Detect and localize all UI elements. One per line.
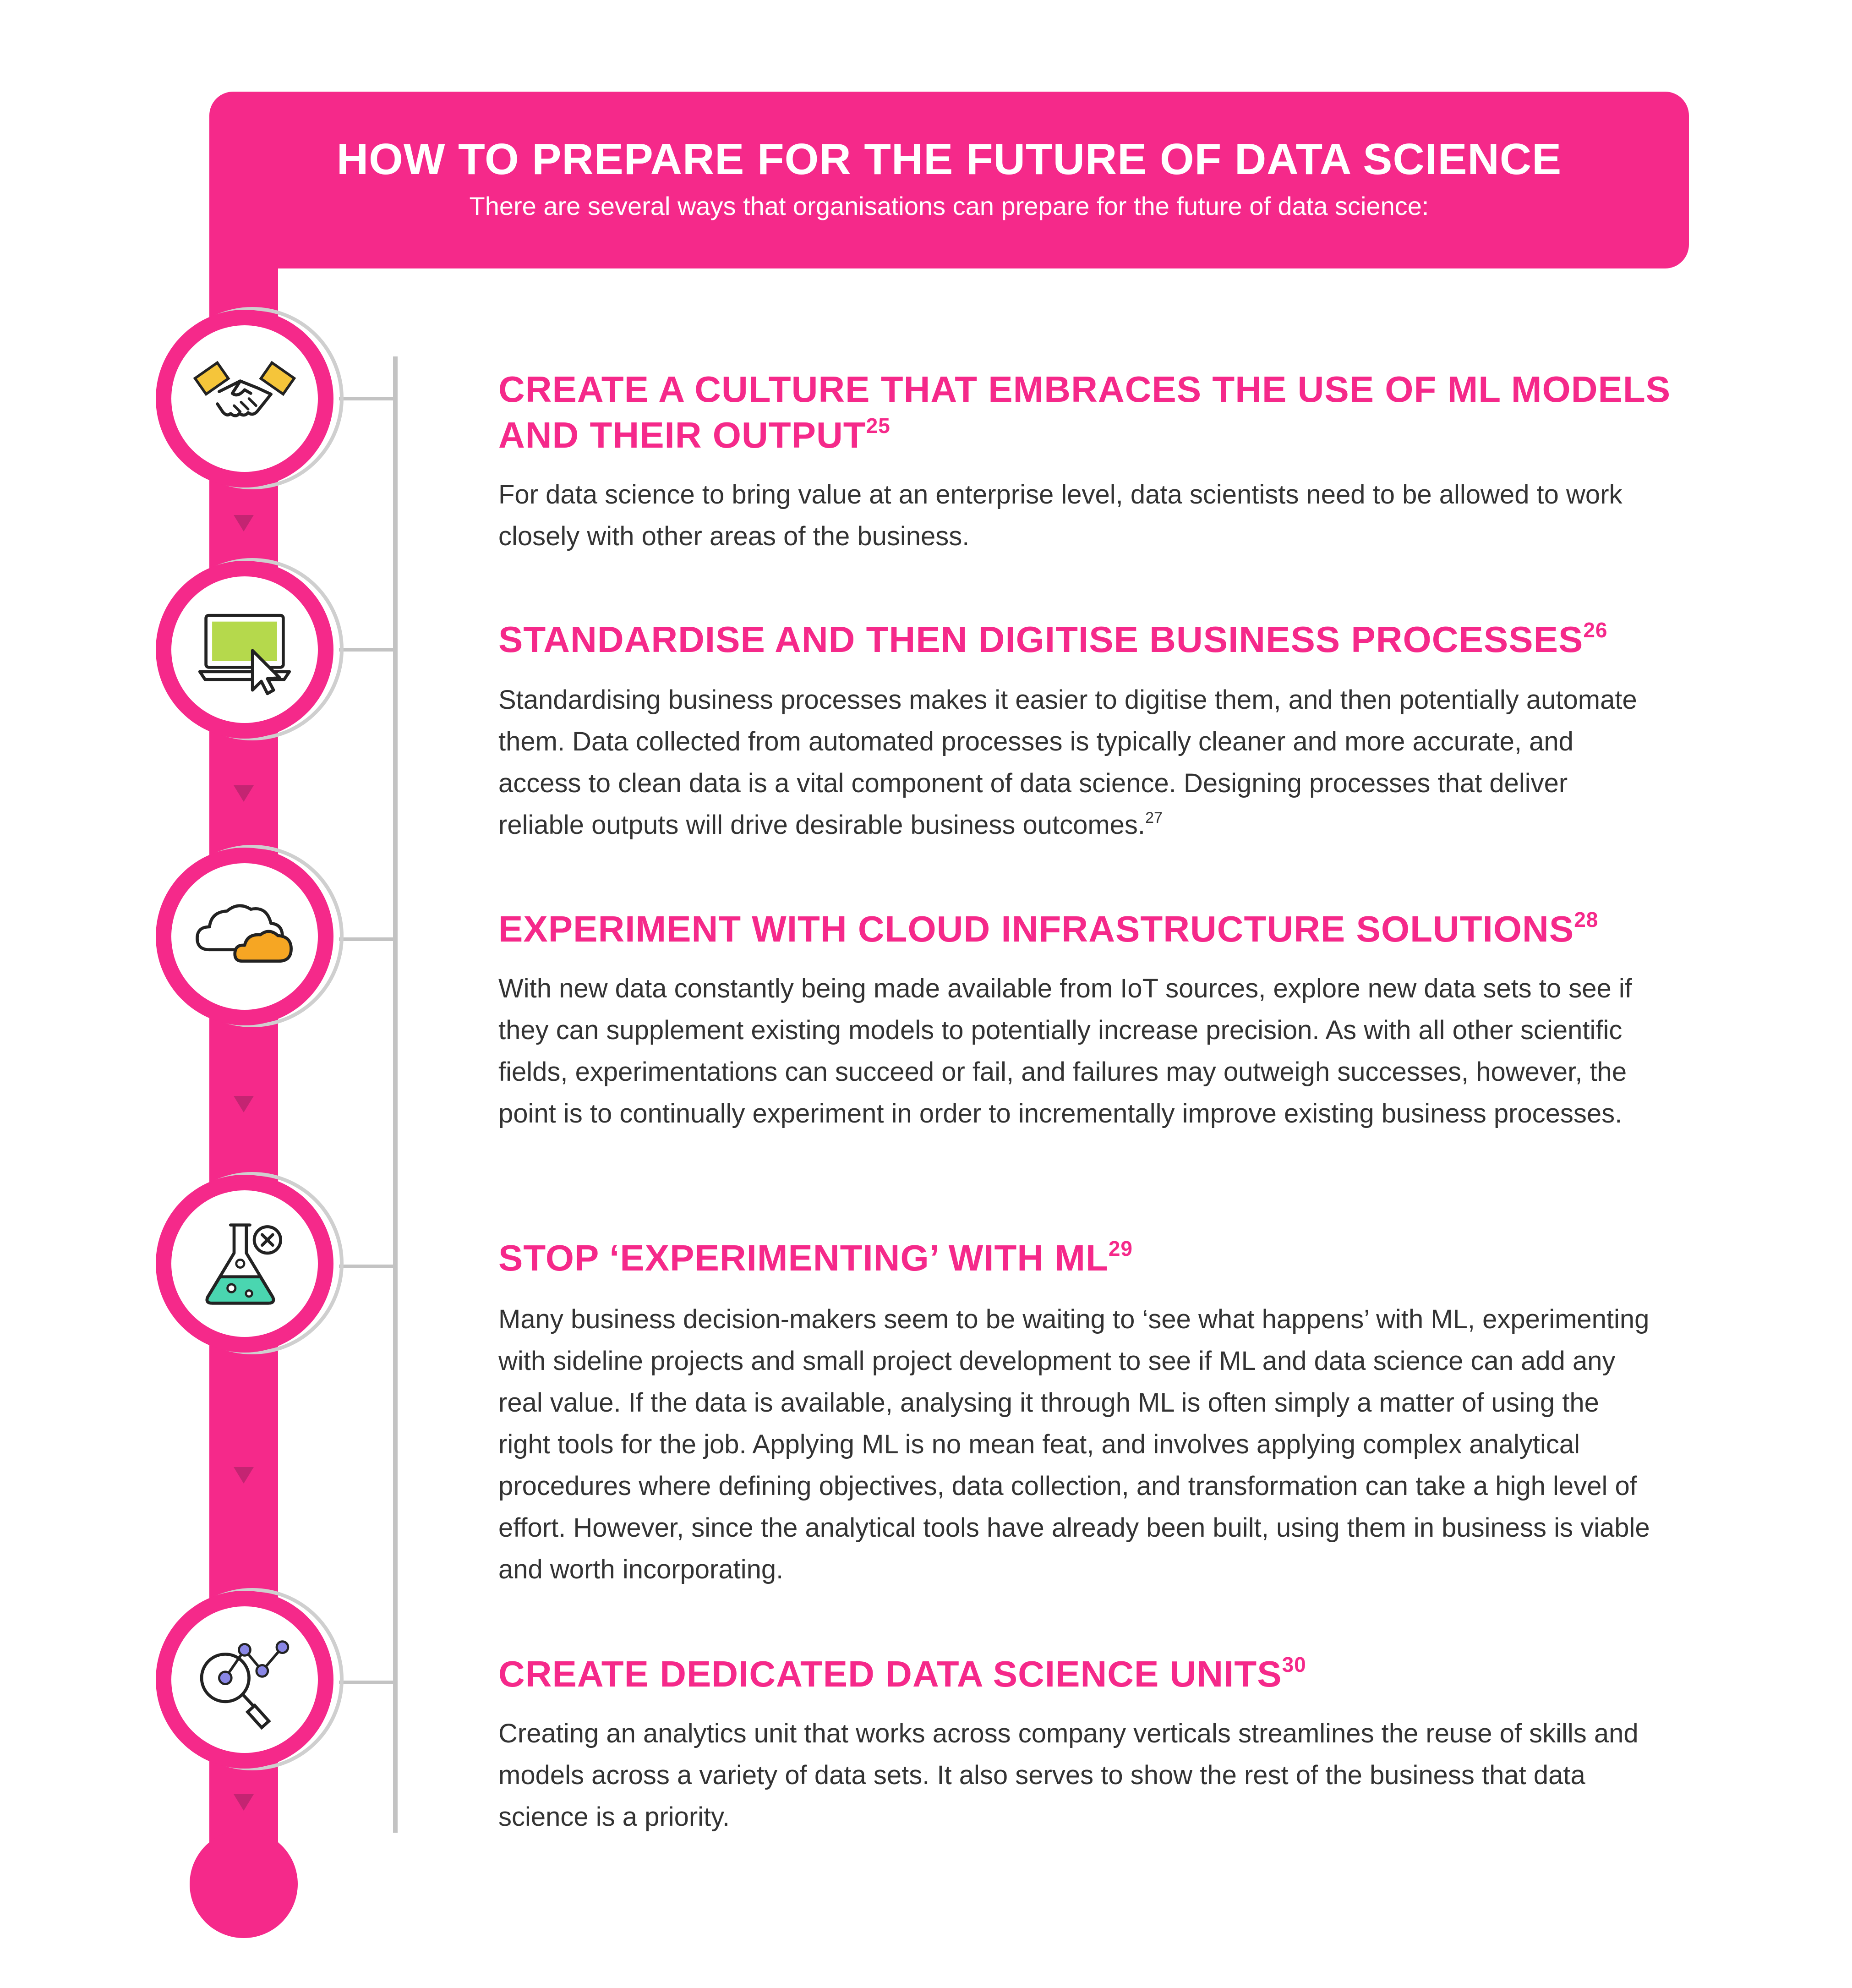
page-subtitle: There are several ways that organisation… [469, 192, 1429, 220]
section-body: Creating an analytics unit that works ac… [498, 1719, 1639, 1832]
section-title: EXPERIMENT WITH CLOUD INFRASTRUCTURE SOL… [498, 908, 1599, 949]
down-arrow-icon [234, 1467, 254, 1484]
down-arrow-icon [234, 515, 254, 531]
cloud-icon [196, 904, 293, 963]
connector-branch [339, 1681, 396, 1684]
reference-number: 29 [1108, 1237, 1133, 1260]
magnifier-chart-icon [200, 1640, 290, 1730]
connector-branch [339, 1265, 396, 1268]
section-body: With new data constantly being made avai… [498, 974, 1632, 1128]
page-title: HOW TO PREPARE FOR THE FUTURE OF DATA SC… [336, 135, 1562, 184]
connector-branch [339, 648, 396, 652]
reference-number: 26 [1583, 618, 1608, 642]
down-arrow-icon [234, 1096, 254, 1112]
handshake-icon [193, 361, 296, 417]
section-body: Many business decision-makers seem to be… [498, 1304, 1650, 1584]
step-badge-2 [156, 561, 333, 739]
reference-number: 25 [866, 414, 890, 438]
section-title: CREATE DEDICATED DATA SCIENCE UNITS30 [498, 1653, 1306, 1694]
footnote-number: 27 [1145, 809, 1163, 827]
header-banner [209, 92, 1689, 268]
flask-icon [205, 1223, 282, 1305]
reference-number: 28 [1574, 908, 1599, 931]
connector-branch [339, 397, 396, 400]
step-badge-5 [156, 1591, 333, 1769]
down-arrow-icon [234, 785, 254, 802]
reference-number: 30 [1282, 1653, 1306, 1676]
laptop-cursor-icon [198, 613, 291, 696]
section-title: STANDARDISE AND THEN DIGITISE BUSINESS P… [498, 618, 1608, 660]
section-title: CREATE A CULTURE THAT EMBRACES THE USE O… [498, 369, 1671, 455]
step-badge-1 [156, 310, 333, 487]
section-body: Standardising business processes makes i… [498, 685, 1637, 840]
step-badge-3 [156, 848, 333, 1025]
step-badge-4 [156, 1175, 333, 1353]
section-body: For data science to bring value at an en… [498, 480, 1623, 551]
connector-branch [339, 937, 396, 941]
connector-vertical-line [393, 356, 398, 1833]
down-arrow-icon [234, 1794, 254, 1811]
section-title: STOP ‘EXPERIMENTING’ WITH ML29 [498, 1237, 1133, 1278]
timeline-end-dot [190, 1830, 298, 1938]
